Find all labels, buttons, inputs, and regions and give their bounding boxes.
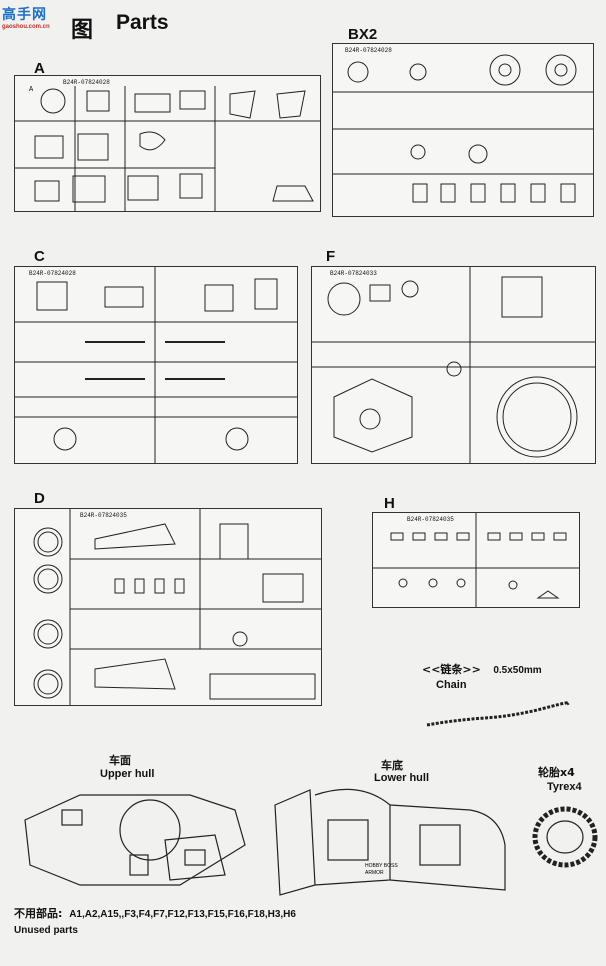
tyre-en: Tyrex4 — [547, 781, 582, 793]
sprue-d-drawing — [33, 509, 321, 705]
sprue-f-label: F — [326, 248, 336, 265]
sprue-f-drawing — [312, 267, 595, 463]
sprue-c-drawing — [15, 267, 297, 463]
unused-cn: 不用部品: — [14, 907, 63, 920]
chain-en: Chain — [436, 679, 467, 691]
sprue-a-drawing — [15, 86, 320, 211]
sprue-d-label: D — [34, 490, 45, 507]
sprue-c-code: B24R-07824028 — [29, 270, 76, 277]
sprue-d-code: B24R-07824035 — [80, 512, 127, 519]
sprue-h-drawing — [373, 513, 579, 607]
unused-en: Unused parts — [14, 925, 78, 936]
lower-hull-cn: 车底 — [381, 759, 403, 772]
tyre-cn: 轮胎x4 — [538, 766, 575, 779]
upper-hull-en: Upper hull — [100, 768, 155, 780]
site-logo: 高手网 gaoshou.com.cn — [2, 4, 72, 38]
chain-size: 0.5x50mm — [493, 665, 542, 676]
sprue-d: B24R-07824035 — [14, 508, 322, 706]
header-cn: 图 — [71, 18, 94, 43]
sprue-c: B24R-07824028 — [14, 266, 298, 464]
sprue-f: B24R-07824033 — [311, 266, 596, 464]
lower-hull-drawing: HOBBY BOSS ARMOR — [274, 788, 506, 896]
unused-list: A1,A2,A15,,F3,F4,F7,F12,F13,F15,F16,F18,… — [69, 909, 296, 920]
page-title: Parts — [116, 11, 169, 34]
sprue-bx2-label: BX2 — [348, 26, 378, 43]
sprue-a-code: B24R-07824028 — [63, 79, 110, 86]
upper-hull-drawing — [24, 794, 246, 886]
sprue-h: B24R-07824035 — [372, 512, 580, 608]
sprue-h-label: H — [384, 495, 395, 512]
sprue-bx2-drawing — [333, 54, 593, 203]
lower-hull-en: Lower hull — [374, 772, 429, 784]
sprue-a-letter: A — [29, 86, 34, 94]
sprue-c-label: C — [34, 248, 45, 265]
stamp-line-1: HOBBY BOSS — [365, 863, 398, 869]
sprue-h-code: B24R-07824035 — [407, 516, 454, 523]
sprue-bx2: B24R-07824028 — [332, 43, 594, 217]
chain-label: <<链条>> 0.5x50mm — [422, 660, 542, 678]
upper-hull-cn: 车面 — [109, 754, 131, 767]
stamp-line-2: ARMOR — [365, 870, 384, 876]
logo-url: gaoshou.com.cn — [2, 24, 50, 30]
sprue-f-code: B24R-07824033 — [330, 270, 377, 277]
chain-drawing — [426, 701, 571, 727]
sprue-bx2-code: B24R-07824028 — [345, 47, 392, 54]
sprue-a-label: A — [34, 60, 45, 77]
logo-text: 高手网 — [2, 7, 47, 23]
tyre-drawing — [532, 806, 598, 868]
chain-cn: <<链条>> — [422, 663, 481, 676]
unused-parts: 不用部品: A1,A2,A15,,F3,F4,F7,F12,F13,F15,F1… — [14, 905, 296, 936]
sprue-a: B24R-07824028 A — [14, 75, 321, 212]
